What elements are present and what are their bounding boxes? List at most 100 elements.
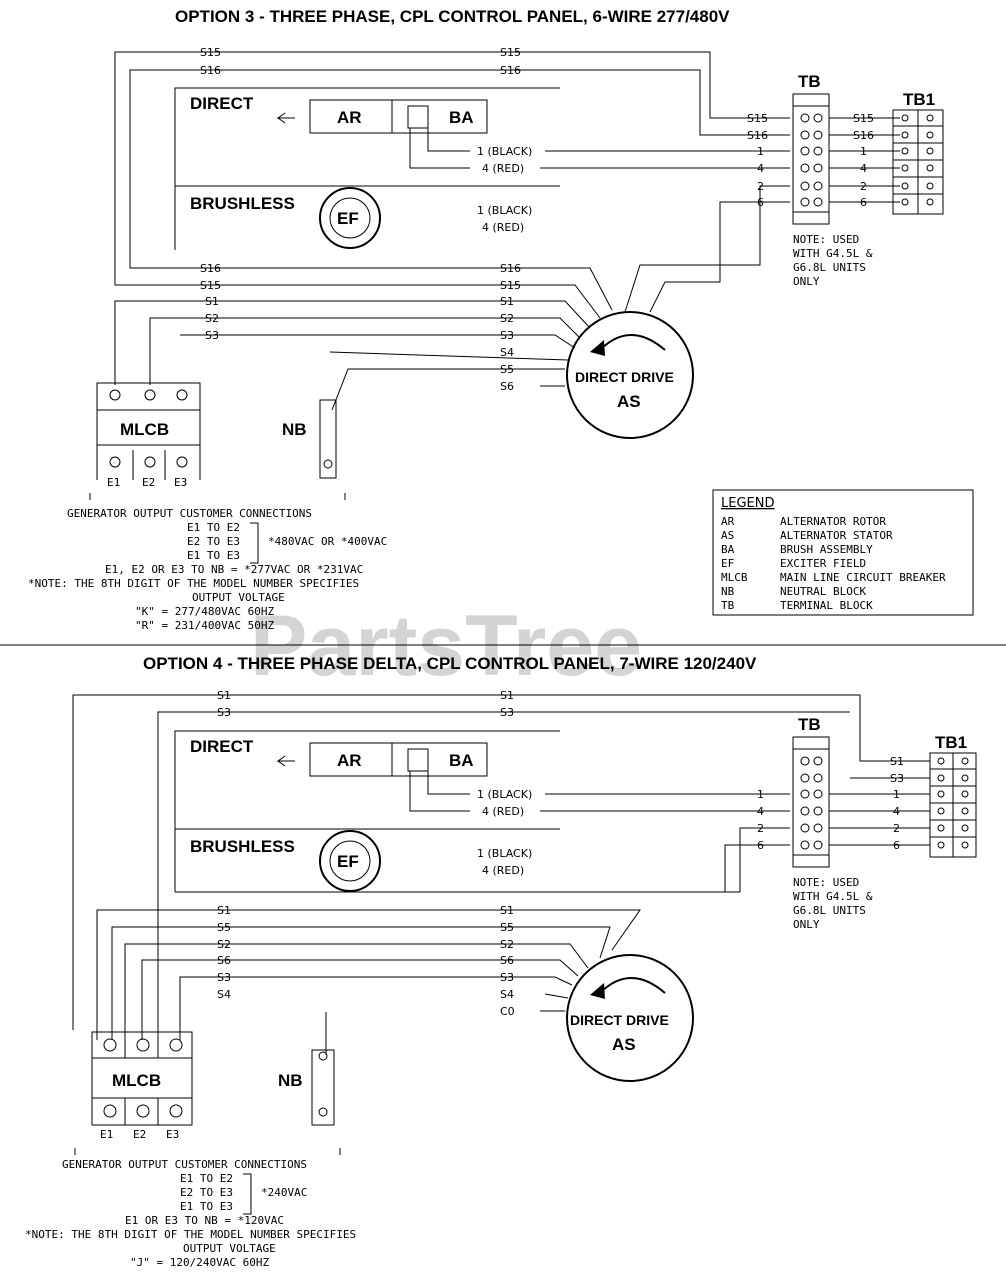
mlcb-label: MLCB — [112, 1071, 161, 1090]
wire-label: S16 — [500, 262, 521, 275]
legend-desc: MAIN LINE CIRCUIT BREAKER — [780, 571, 946, 584]
wire-label: S5 — [217, 921, 231, 934]
wire-label: S15 — [500, 279, 521, 292]
ef-label: EF — [337, 209, 359, 228]
wire-label: S2 — [500, 312, 514, 325]
gen-output-line: E1 TO E3 — [187, 549, 240, 562]
wire-label: S1 — [500, 689, 514, 702]
gen-output-line: GENERATOR OUTPUT CUSTOMER CONNECTIONS — [67, 507, 312, 520]
tb-left-label: S16 — [747, 129, 768, 142]
tb-left-label: 4 — [757, 162, 764, 175]
gen-output-line: OUTPUT VOLTAGE — [183, 1242, 276, 1255]
mlcb-terminal: E3 — [166, 1128, 179, 1141]
gen-output-line: "J" = 120/240VAC 60HZ — [130, 1256, 269, 1269]
mlcb-label: MLCB — [120, 420, 169, 439]
tb1-label: 6 — [860, 196, 867, 209]
wire-label: S16 — [500, 64, 521, 77]
wire-label: S1 — [217, 689, 231, 702]
wire-label: S15 — [500, 46, 521, 59]
wire-label: 4 (RED) — [482, 221, 524, 234]
wire-label: C0 — [500, 1005, 515, 1018]
option-4-title: OPTION 4 - THREE PHASE DELTA, CPL CONTRO… — [143, 654, 757, 673]
tb-left-label: 2 — [757, 822, 764, 835]
wire-label: S1 — [500, 904, 514, 917]
gen-output-line: E2 TO E3 — [180, 1186, 233, 1199]
wire-label: S6 — [217, 954, 231, 967]
wire-label: S3 — [500, 706, 514, 719]
wire-label: S1 — [217, 904, 231, 917]
wire-label: S15 — [200, 279, 221, 292]
gen-output-line: *480VAC OR *400VAC — [268, 535, 387, 548]
as-label: AS — [617, 392, 641, 411]
tb1-label: 2 — [860, 180, 867, 193]
gen-output-line: E1 OR E3 TO NB = *120VAC — [125, 1214, 284, 1227]
tb-left-label: 1 — [757, 145, 764, 158]
wire-label: S6 — [500, 380, 514, 393]
tb-left-label: 1 — [757, 788, 764, 801]
legend-abbr: NB — [721, 585, 735, 598]
note-line: G6.8L UNITS — [793, 904, 866, 917]
wire-label: S3 — [217, 706, 231, 719]
note-line: WITH G4.5L & — [793, 890, 873, 903]
wire-label: 4 (RED) — [482, 162, 524, 175]
legend-desc: EXCITER FIELD — [780, 557, 866, 570]
wire-label: S1 — [500, 295, 514, 308]
tb-label: TB — [798, 72, 821, 91]
note-line: NOTE: USED — [793, 876, 859, 889]
tb1-label: 1 — [893, 788, 900, 801]
legend-abbr: AR — [721, 515, 735, 528]
tb-left-label: 2 — [757, 180, 764, 193]
tb1-title: TB1 — [935, 733, 967, 752]
wire-label: S5 — [500, 363, 514, 376]
gen-output-line: *NOTE: THE 8TH DIGIT OF THE MODEL NUMBER… — [25, 1228, 356, 1241]
gen-output-line: E2 TO E3 — [187, 535, 240, 548]
tb-left-label: 6 — [757, 839, 764, 852]
note-line: NOTE: USED — [793, 233, 859, 246]
tb1-label: S1 — [890, 755, 904, 768]
tb-left-label: 6 — [757, 196, 764, 209]
legend-desc: NEUTRAL BLOCK — [780, 585, 866, 598]
wire-label: 1 (BLACK) — [477, 204, 532, 217]
brushless-label: BRUSHLESS — [190, 837, 295, 856]
gen-output-line: "K" = 277/480VAC 60HZ — [135, 605, 274, 618]
wire-label: S6 — [500, 954, 514, 967]
mlcb-terminal: E2 — [133, 1128, 146, 1141]
wire-label: S4 — [500, 988, 514, 1001]
direct-drive-label: DIRECT DRIVE — [575, 369, 674, 385]
legend-desc: ALTERNATOR ROTOR — [780, 515, 886, 528]
nb-label: NB — [278, 1071, 303, 1090]
wire-label: S3 — [500, 329, 514, 342]
brushless-label: BRUSHLESS — [190, 194, 295, 213]
gen-output-line: OUTPUT VOLTAGE — [192, 591, 285, 604]
tb1-title: TB1 — [903, 90, 935, 109]
wire-label: S15 — [200, 46, 221, 59]
wire-label: 1 (BLACK) — [477, 145, 532, 158]
direct-label: DIRECT — [190, 737, 254, 756]
option-4-diagram: OPTION 4 - THREE PHASE DELTA, CPL CONTRO… — [25, 654, 977, 1269]
tb-label: TB — [798, 715, 821, 734]
as-label: AS — [612, 1035, 636, 1054]
gen-output-line: *NOTE: THE 8TH DIGIT OF THE MODEL NUMBER… — [28, 577, 359, 590]
ba-label: BA — [449, 108, 474, 127]
mlcb-terminal: E1 — [100, 1128, 113, 1141]
direct-label: DIRECT — [190, 94, 254, 113]
direct-drive-label: DIRECT DRIVE — [570, 1012, 669, 1028]
tb-left-label: 4 — [757, 805, 764, 818]
ar-label: AR — [337, 751, 362, 770]
note-line: G6.8L UNITS — [793, 261, 866, 274]
note-line: ONLY — [793, 275, 820, 288]
wire-label: 1 (BLACK) — [477, 788, 532, 801]
tb1-label: 1 — [860, 145, 867, 158]
mlcb-terminal: E3 — [174, 476, 187, 489]
watermark: PartsTree — [250, 598, 642, 694]
wire-label: S4 — [500, 346, 514, 359]
ar-label: AR — [337, 108, 362, 127]
tb1-label: 4 — [893, 805, 900, 818]
gen-output-line: "R" = 231/400VAC 50HZ — [135, 619, 274, 632]
gen-output-line: E1 TO E2 — [187, 521, 240, 534]
tb1-label: S3 — [890, 772, 904, 785]
legend-desc: TERMINAL BLOCK — [780, 599, 873, 612]
gen-output-line: GENERATOR OUTPUT CUSTOMER CONNECTIONS — [62, 1158, 307, 1171]
legend-abbr: TB — [721, 599, 735, 612]
